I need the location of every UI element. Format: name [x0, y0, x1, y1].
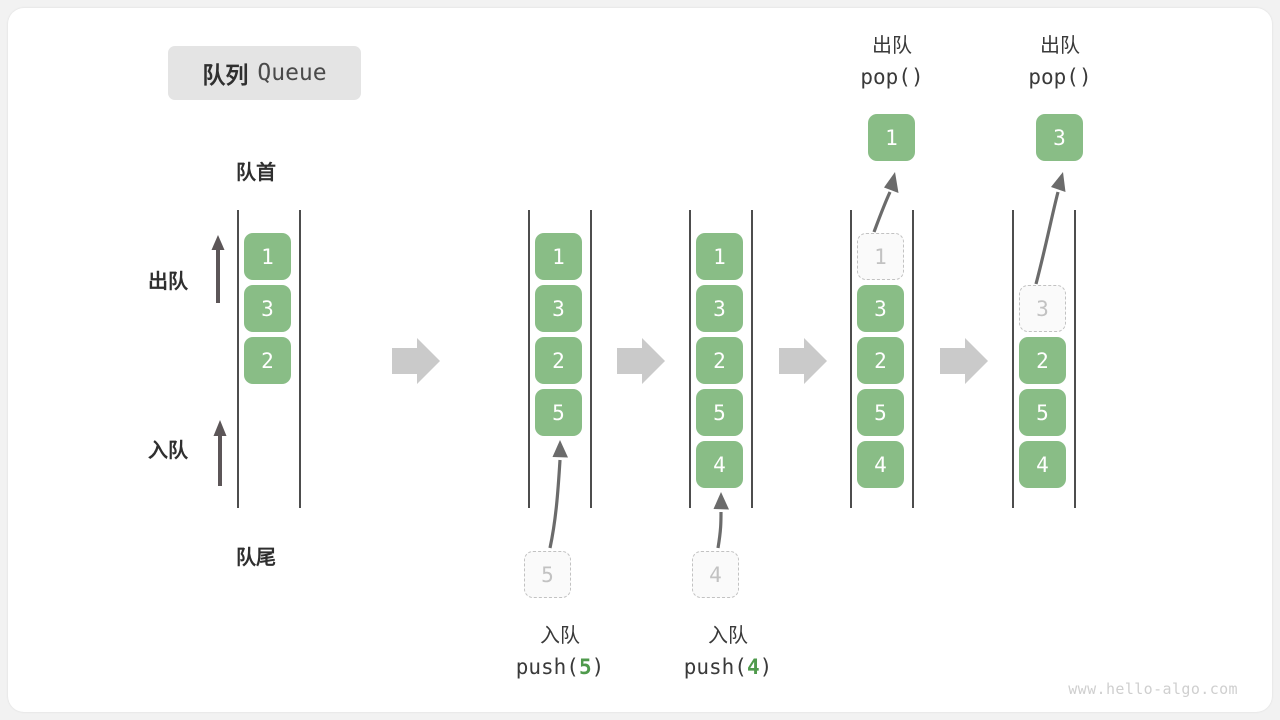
queue-cell: 3 [857, 285, 904, 332]
queue-cell: 2 [244, 337, 291, 384]
queue-cell: 3 [535, 285, 582, 332]
queue-cell: 5 [535, 389, 582, 436]
queue-cell: 2 [1019, 337, 1066, 384]
queue-cell: 5 [1019, 389, 1066, 436]
queue-cell: 1 [696, 233, 743, 280]
caption-code-prefix: push( [515, 655, 579, 679]
caption-code: pop() [812, 61, 972, 94]
rail-right [751, 210, 753, 508]
caption-code-suffix: ) [759, 655, 773, 679]
rail-left [850, 210, 852, 508]
stage-caption-pop-1: 出队 pop() [812, 30, 972, 94]
queue-cell: 3 [244, 285, 291, 332]
caption-code: push(4) [648, 651, 808, 684]
caption-code-prefix: pop( [860, 65, 911, 89]
title-chinese: 队列 [202, 63, 249, 89]
queue-head-label: 队首 [236, 160, 276, 184]
queue-cell: 1 [535, 233, 582, 280]
queue-cell: 4 [696, 441, 743, 488]
incoming-ghost-cell: 5 [524, 551, 571, 598]
rail-left [689, 210, 691, 508]
rail-right [299, 210, 301, 508]
caption-chinese: 入队 [708, 623, 748, 647]
queue-cell: 2 [535, 337, 582, 384]
popped-ghost-cell: 1 [857, 233, 904, 280]
caption-chinese: 出队 [872, 33, 912, 57]
caption-code-suffix: ) [910, 65, 924, 89]
rail-left [237, 210, 239, 508]
rail-right [1074, 210, 1076, 508]
queue-cell: 5 [696, 389, 743, 436]
rail-right [590, 210, 592, 508]
caption-chinese: 入队 [540, 623, 580, 647]
outgoing-cell: 3 [1036, 114, 1083, 161]
queue-cell: 2 [857, 337, 904, 384]
caption-chinese: 出队 [1040, 33, 1080, 57]
incoming-ghost-cell: 4 [692, 551, 739, 598]
queue-cell: 2 [696, 337, 743, 384]
popped-ghost-cell: 3 [1019, 285, 1066, 332]
queue-cell: 4 [1019, 441, 1066, 488]
queue-cell: 4 [857, 441, 904, 488]
stage-caption-push-4: 入队 push(4) [648, 620, 808, 684]
outgoing-cell: 1 [868, 114, 915, 161]
caption-code-number: 5 [578, 655, 592, 679]
caption-code-prefix: push( [683, 655, 747, 679]
caption-code: push(5) [480, 651, 640, 684]
watermark: www.hello-algo.com [1068, 680, 1238, 698]
enqueue-direction-label: 入队 [148, 438, 188, 462]
caption-code: pop() [980, 61, 1140, 94]
title-english: Queue [257, 60, 327, 86]
caption-code-suffix: ) [1078, 65, 1092, 89]
caption-code-prefix: pop( [1028, 65, 1079, 89]
rail-right [912, 210, 914, 508]
stage-caption-push-5: 入队 push(5) [480, 620, 640, 684]
rail-left [1012, 210, 1014, 508]
queue-cell: 5 [857, 389, 904, 436]
dequeue-direction-label: 出队 [148, 269, 188, 293]
caption-code-suffix: ) [591, 655, 605, 679]
queue-cell: 3 [696, 285, 743, 332]
queue-tail-label: 队尾 [236, 545, 276, 569]
diagram-card [8, 8, 1272, 712]
stage-caption-pop-3: 出队 pop() [980, 30, 1140, 94]
queue-cell: 1 [244, 233, 291, 280]
caption-code-number: 4 [746, 655, 760, 679]
diagram-title: 队列 Queue [168, 46, 361, 100]
rail-left [528, 210, 530, 508]
